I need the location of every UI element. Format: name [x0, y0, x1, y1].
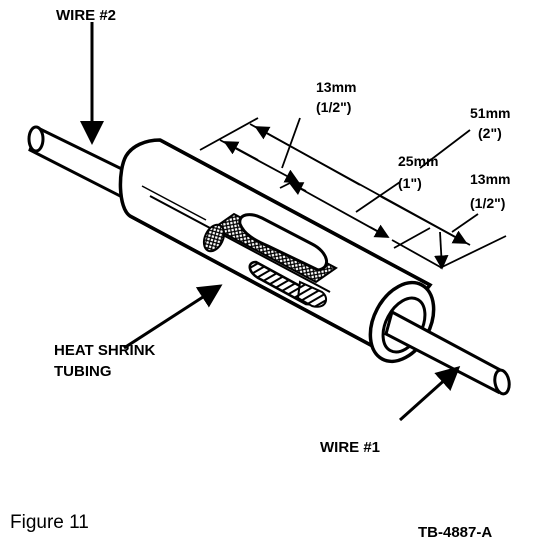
- wire-2: [27, 125, 130, 203]
- dim-13mm-top-inch-label: (1/2"): [316, 99, 351, 115]
- dimension-lines: [199, 117, 507, 270]
- spliced-conductor: [202, 212, 338, 308]
- dim-13mm-right-inch-label: (1/2"): [470, 195, 505, 211]
- dim-25mm-inch-label: (1"): [398, 175, 422, 191]
- dim-13mm-top-label: 13mm: [316, 79, 356, 95]
- dim-51mm-inch-label: (2"): [478, 125, 502, 141]
- heat-shrink-label-line2: TUBING: [54, 363, 112, 380]
- heat-shrink-label-line1: HEAT SHRINK: [54, 342, 156, 359]
- figure-caption: Figure 11: [10, 512, 89, 533]
- wire1-label: WIRE #1: [320, 439, 380, 456]
- dim-13mm-right-label: 13mm: [470, 171, 510, 187]
- dim-25mm-label: 25mm: [398, 153, 438, 169]
- wire-1: [384, 309, 511, 396]
- callout-arrows: [80, 22, 461, 422]
- dim-51mm-label: 51mm: [470, 105, 510, 121]
- wire2-label: WIRE #2: [56, 7, 116, 24]
- part-number: TB-4887-A: [418, 524, 493, 541]
